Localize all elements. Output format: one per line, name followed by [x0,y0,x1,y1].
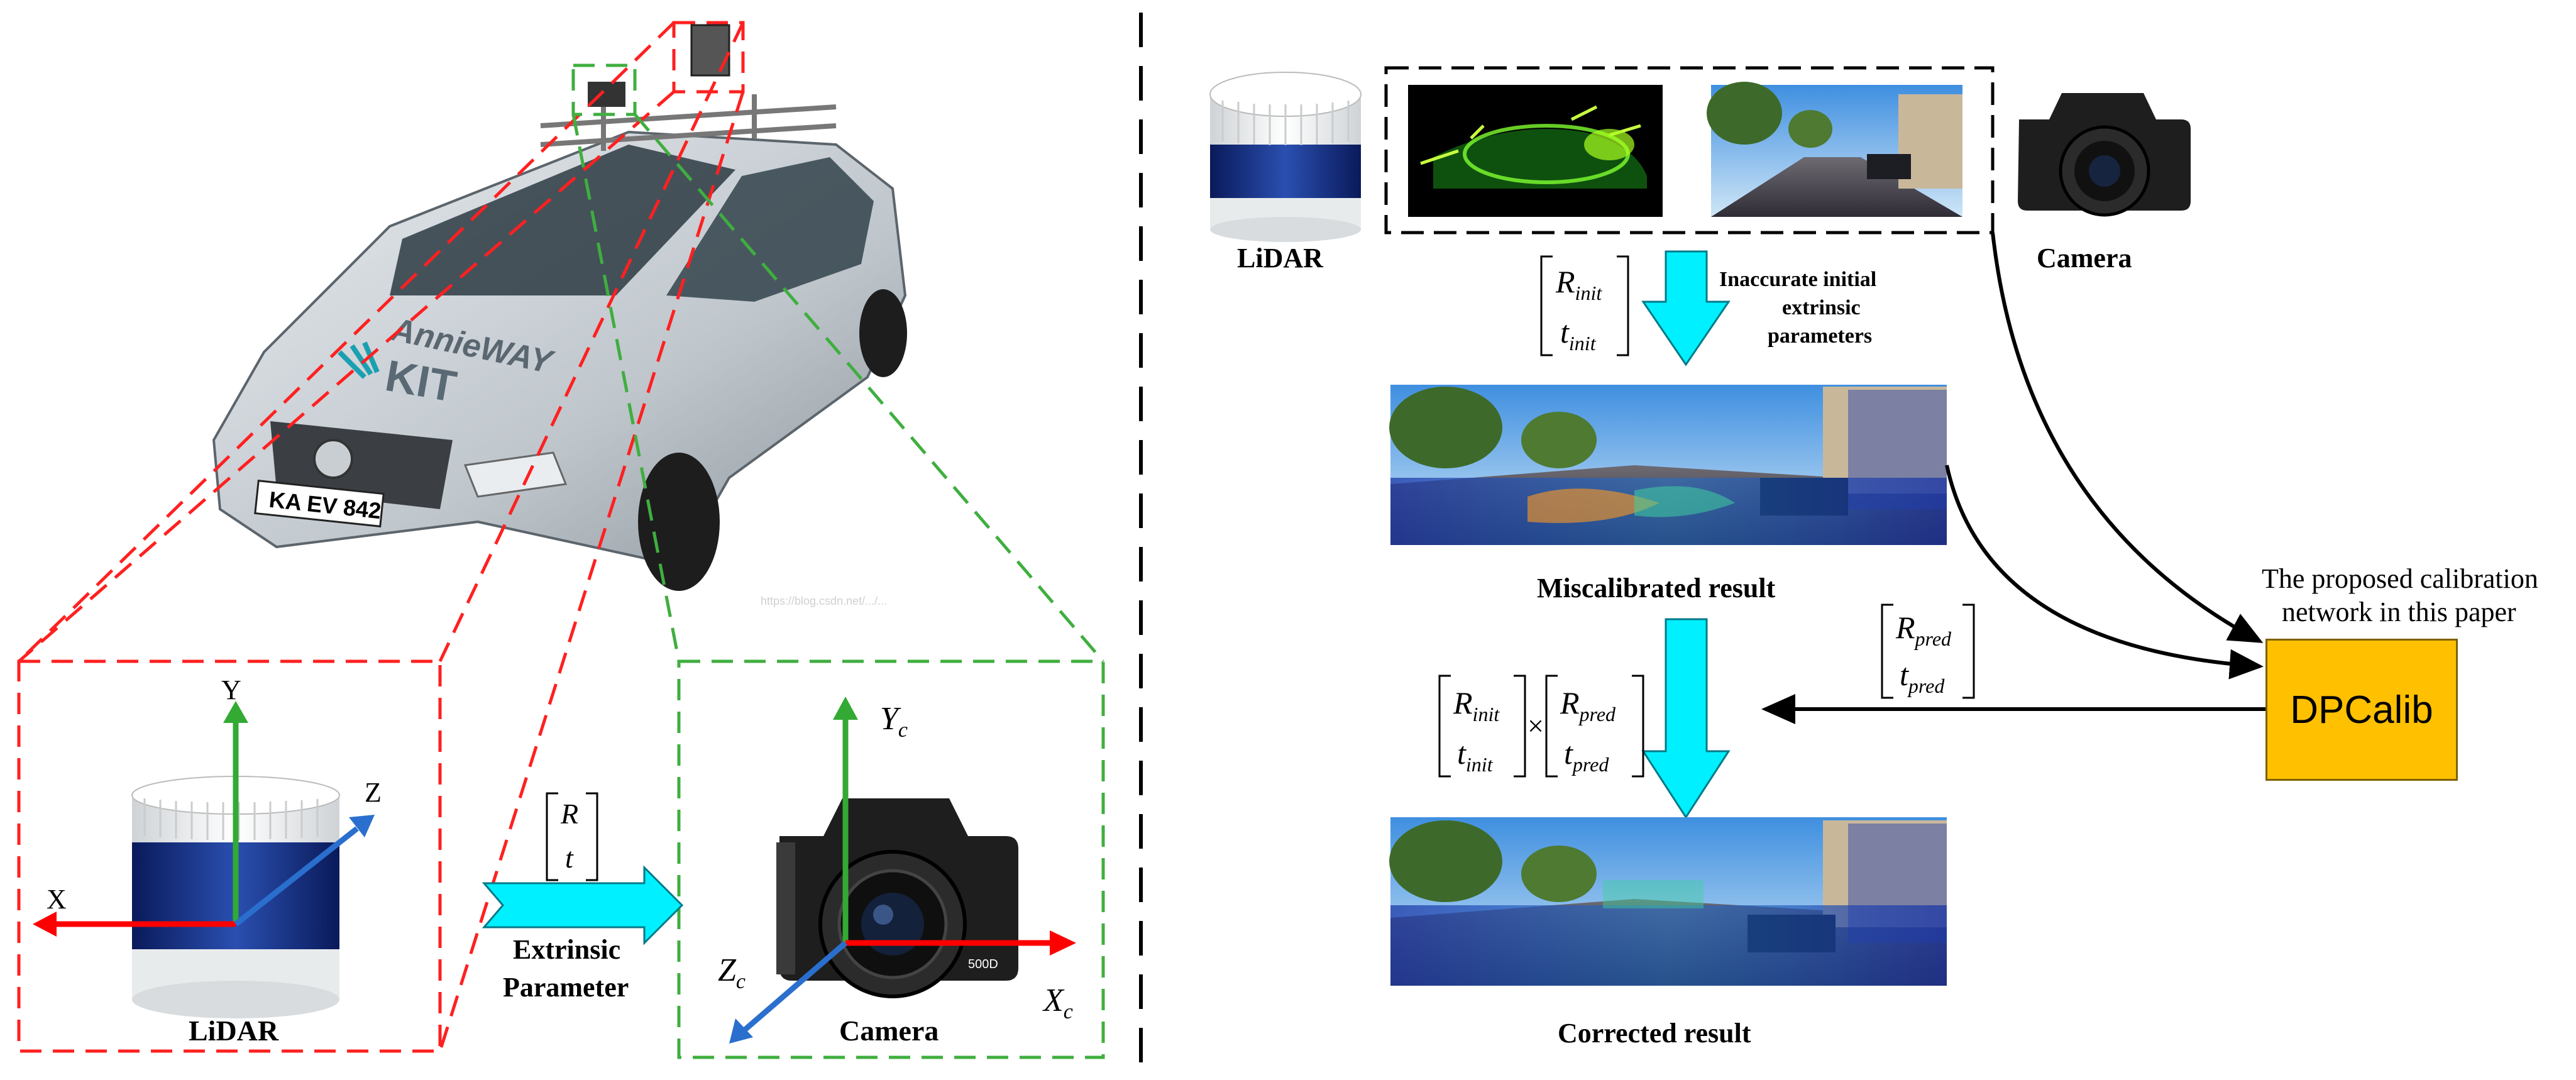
lidar-axis-z-label: Z [365,777,382,808]
car-roof-rack [540,94,837,151]
init-matrix-t: tinit [1560,314,1597,355]
pred-matrix: Rpred tpred [1881,603,1975,699]
product-left-r: Rinit [1453,685,1500,725]
extrinsic-matrix: R t [546,792,598,881]
car-group: KA EV 842 AnnieWAY KIT https://blog.csdn… [212,24,907,607]
product-right-t: tpred [1564,736,1609,776]
right-camera-icon [2018,93,2191,217]
point-cloud-image [1408,85,1663,217]
corrected-label: Corrected result [1558,1018,1751,1049]
camera-axis-z-label: Zc [718,952,746,993]
product-matrices: Rinit tinit × Rpred tpred [1438,675,1644,778]
camera-detail-icon [776,798,1018,998]
camera-detail-frame [677,659,1105,1059]
miscalibrated-to-dpcalib-arrow [1945,465,2264,680]
camera-label: Camera [839,1015,938,1047]
extrinsic-caption-line1: Extrinsic [513,934,620,965]
network-note-line2: network in this paper [2282,597,2516,627]
miscalibrated-image [1389,385,1947,545]
corrected-image [1389,817,1947,986]
miscalibrated-label: Miscalibrated result [1537,573,1776,603]
extrinsic-matrix-r: R [560,798,578,830]
network-note-line1: The proposed calibration [2262,563,2538,594]
camera-model-text: 500D [968,957,998,971]
car-logo-text: KIT [382,351,460,411]
car-headlight [463,451,568,498]
car-roof-lidar-icon [690,24,730,77]
product-left-t: tinit [1457,736,1494,776]
dpcalib-label: DPCalib [2290,688,2433,732]
lidar-label: LiDAR [189,1015,279,1047]
pred-matrix-t: tpred [1900,657,1945,697]
camera-axis-y-label: Yc [880,701,908,742]
camera-image [1707,82,1962,217]
watermark-text: https://blog.csdn.net/.../... [761,595,887,607]
camera-axis-x-label: Xc [1042,983,1073,1023]
pred-matrix-r: Rpred [1895,610,1952,650]
lidar-detail-frame [17,659,442,1053]
car-license-plate [254,480,385,527]
dpcalib-box: DPCalib [2265,639,2458,781]
cyan-arrow-1-icon [1641,250,1731,366]
car-roof-camera-icon [588,82,625,107]
cyan-arrow-2-icon [1641,618,1731,819]
extrinsic-matrix-t: t [565,842,574,874]
init-note-line3: parameters [1768,324,1872,348]
init-matrix: Rinit tinit [1540,255,1629,356]
product-times: × [1527,710,1544,742]
lidar-axis-y-label: Y [221,675,241,705]
lidar-axis-x-label: X [47,884,67,915]
lidar-axes [33,701,375,937]
init-note-line2: extrinsic [1782,296,1861,319]
car-front-wheel [638,453,720,591]
product-right-r: Rpred [1560,685,1616,725]
car-side-windows [666,157,874,302]
car-kit-logo-icon [338,341,380,379]
right-lidar-icon [1209,72,1362,242]
init-matrix-r: Rinit [1555,264,1602,304]
right-lidar-label: LiDAR [1237,243,1324,273]
extrinsic-caption-line2: Parameter [503,972,629,1003]
car-vw-logo [313,439,353,479]
extrinsic-arrow-icon [482,865,684,945]
right-camera-label: Camera [2037,243,2132,273]
input-frame [1384,66,1995,234]
camera-to-dpcalib-arrow [1991,232,2264,643]
camera-axes [729,697,1076,1044]
init-note-line1: Inaccurate initial [1719,268,1876,291]
green-projection-lines [571,63,1105,1059]
car-windshield [390,145,735,295]
car-rear-wheel [859,289,907,377]
